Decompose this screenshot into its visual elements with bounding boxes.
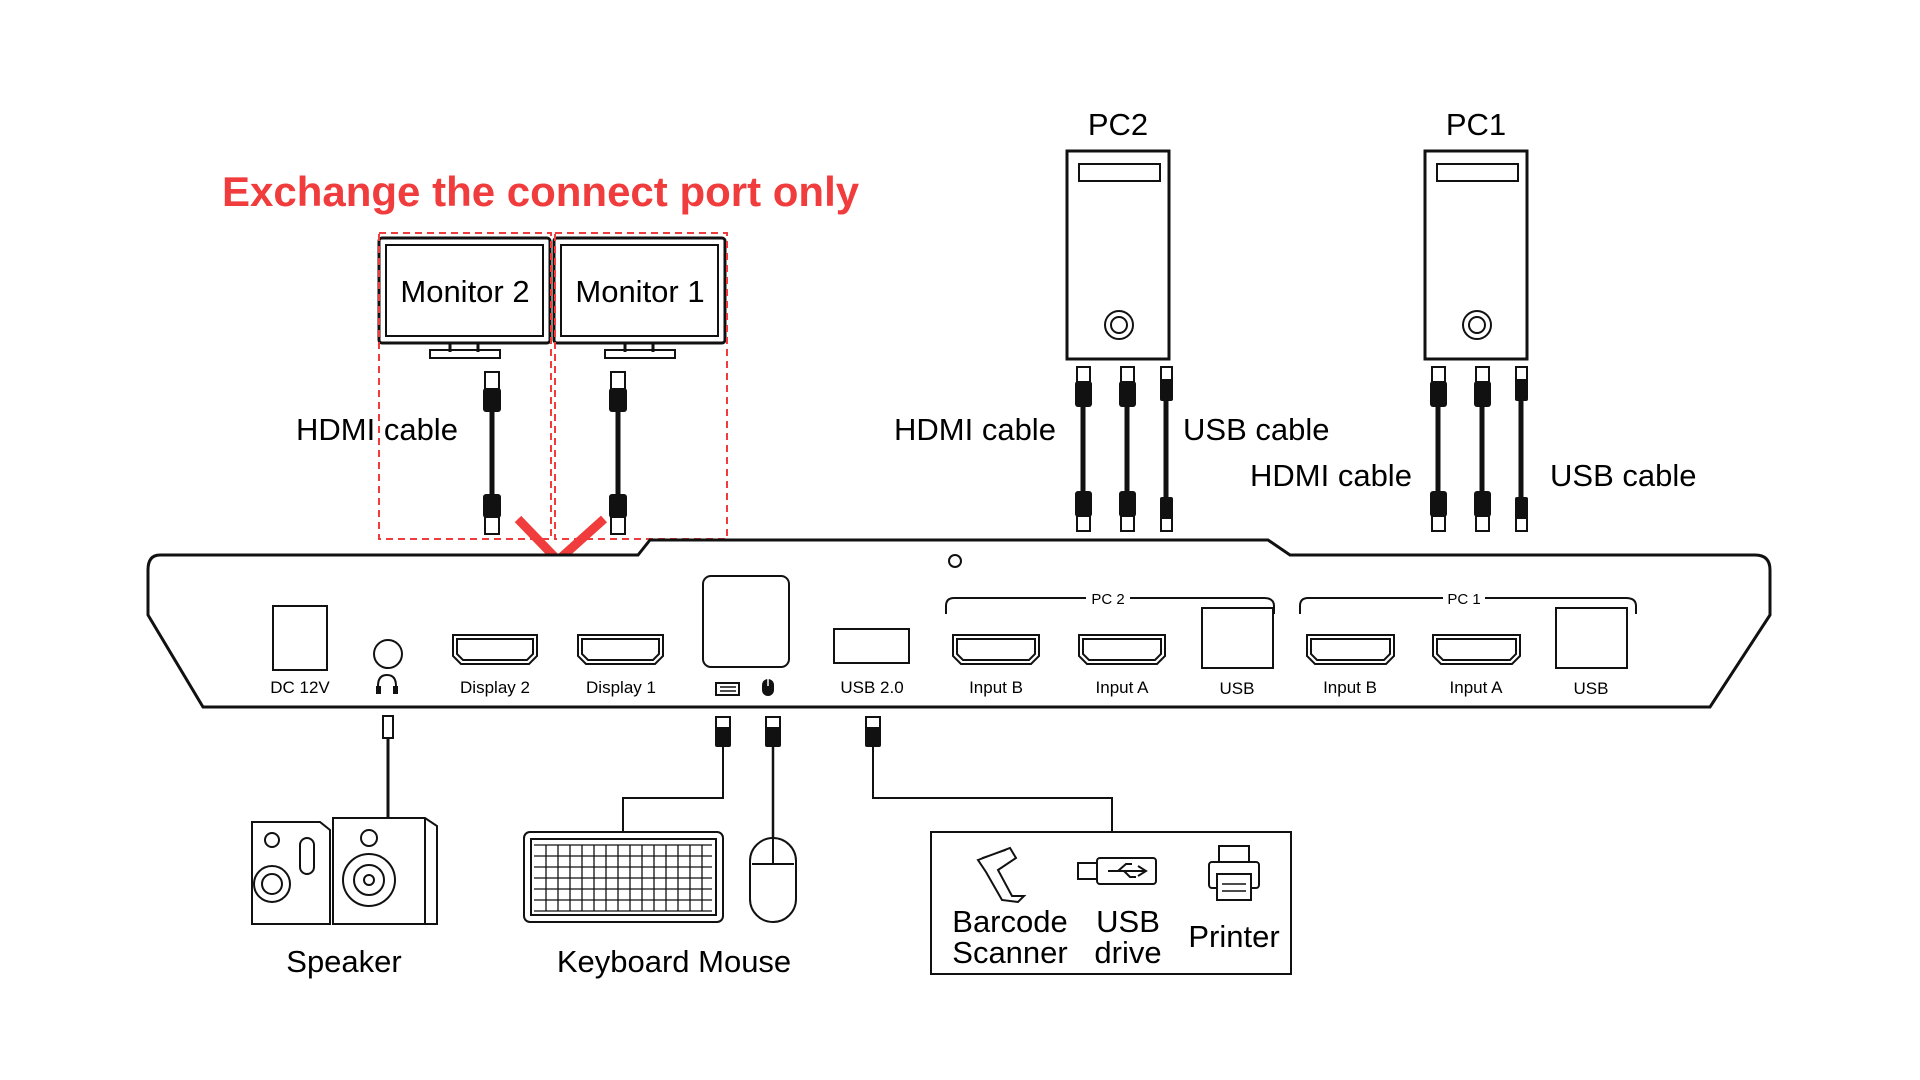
dc-power-label: DC 12V <box>270 678 330 697</box>
keyboard-mouse-port <box>702 575 790 668</box>
monitor-2: Monitor 2 <box>377 236 552 359</box>
usb-drive-label-2: drive <box>1094 935 1161 970</box>
pc2-input-b-port <box>952 634 1040 665</box>
hdmi-cable-label-monitors: HDMI cable <box>296 412 458 447</box>
screw-hole <box>948 554 962 568</box>
pc2-input-b-label: Input B <box>969 678 1023 697</box>
keyboard-device-icon <box>523 831 724 923</box>
printer-label: Printer <box>1188 919 1279 954</box>
pc1-usb-port <box>1555 607 1628 669</box>
usb20-label: USB 2.0 <box>840 678 903 697</box>
monitor-2-label: Monitor 2 <box>400 274 529 309</box>
audio-jack <box>373 639 403 669</box>
pc2-usb-label: USB <box>1220 679 1255 698</box>
monitor-1-label: Monitor 1 <box>575 274 704 309</box>
monitor-1: Monitor 1 <box>552 236 727 359</box>
pc1-hdmi-cable-label: HDMI cable <box>1250 458 1412 493</box>
pc1-group-label: PC 1 <box>1447 591 1480 608</box>
headphone-icon <box>376 673 398 694</box>
usb-peripheral-cable <box>865 716 1113 832</box>
dc-power-port <box>272 605 328 671</box>
barcode-label-2: Scanner <box>952 935 1067 970</box>
pc1-input-b-label: Input B <box>1323 678 1377 697</box>
mouse-cable <box>765 716 781 838</box>
heading: Exchange the connect port only <box>222 168 860 215</box>
pc2-usb-cable-label: USB cable <box>1183 412 1329 447</box>
display-1-port <box>577 634 664 665</box>
pc2-hdmi-cable-label: HDMI cable <box>894 412 1056 447</box>
pc2-tower: PC2 <box>1065 107 1171 361</box>
hdmi-cable-monitor-1 <box>609 371 627 535</box>
kvm-switch-panel <box>146 538 1772 709</box>
hdmi-cable-monitor-2 <box>483 371 501 535</box>
pc1-input-a-port <box>1432 634 1521 665</box>
pc2-label: PC2 <box>1088 107 1148 142</box>
speaker-icon <box>251 817 438 925</box>
mouse-icon <box>762 679 774 696</box>
pc1-label: PC1 <box>1446 107 1506 142</box>
pc1-input-a-label: Input A <box>1450 678 1504 697</box>
usb20-port <box>833 628 910 664</box>
pc2-usb-port <box>1201 607 1274 669</box>
exchange-box-1 <box>554 232 728 540</box>
pc1-input-b-port <box>1306 634 1395 665</box>
keyboard-icon <box>715 682 740 696</box>
mouse-device-icon <box>749 837 797 923</box>
pc2-input-a-label: Input A <box>1096 678 1150 697</box>
pc1-cables <box>1430 366 1528 532</box>
exchange-box-2 <box>378 232 552 540</box>
display-1-label: Display 1 <box>586 678 656 697</box>
speaker-label: Speaker <box>286 944 401 979</box>
keyboard-cable <box>622 716 731 832</box>
pc1-usb-cable-label: USB cable <box>1550 458 1696 493</box>
usb-drive-icon <box>1077 857 1157 885</box>
barcode-label-1: Barcode <box>952 904 1067 939</box>
usb-peripherals-box <box>930 831 1292 975</box>
pc1-usb-label: USB <box>1574 679 1609 698</box>
audio-cable <box>382 715 394 818</box>
pc2-input-a-port <box>1078 634 1166 665</box>
display-2-port <box>452 634 538 665</box>
barcode-scanner-icon <box>976 846 1027 904</box>
printer-icon <box>1208 845 1260 901</box>
keyboard-mouse-label: Keyboard Mouse <box>557 944 791 979</box>
display-2-label: Display 2 <box>460 678 530 697</box>
pc1-tower: PC1 <box>1423 107 1529 361</box>
pc2-group-label: PC 2 <box>1091 591 1124 608</box>
pc2-cables <box>1075 366 1173 532</box>
usb-drive-label-1: USB <box>1096 904 1160 939</box>
